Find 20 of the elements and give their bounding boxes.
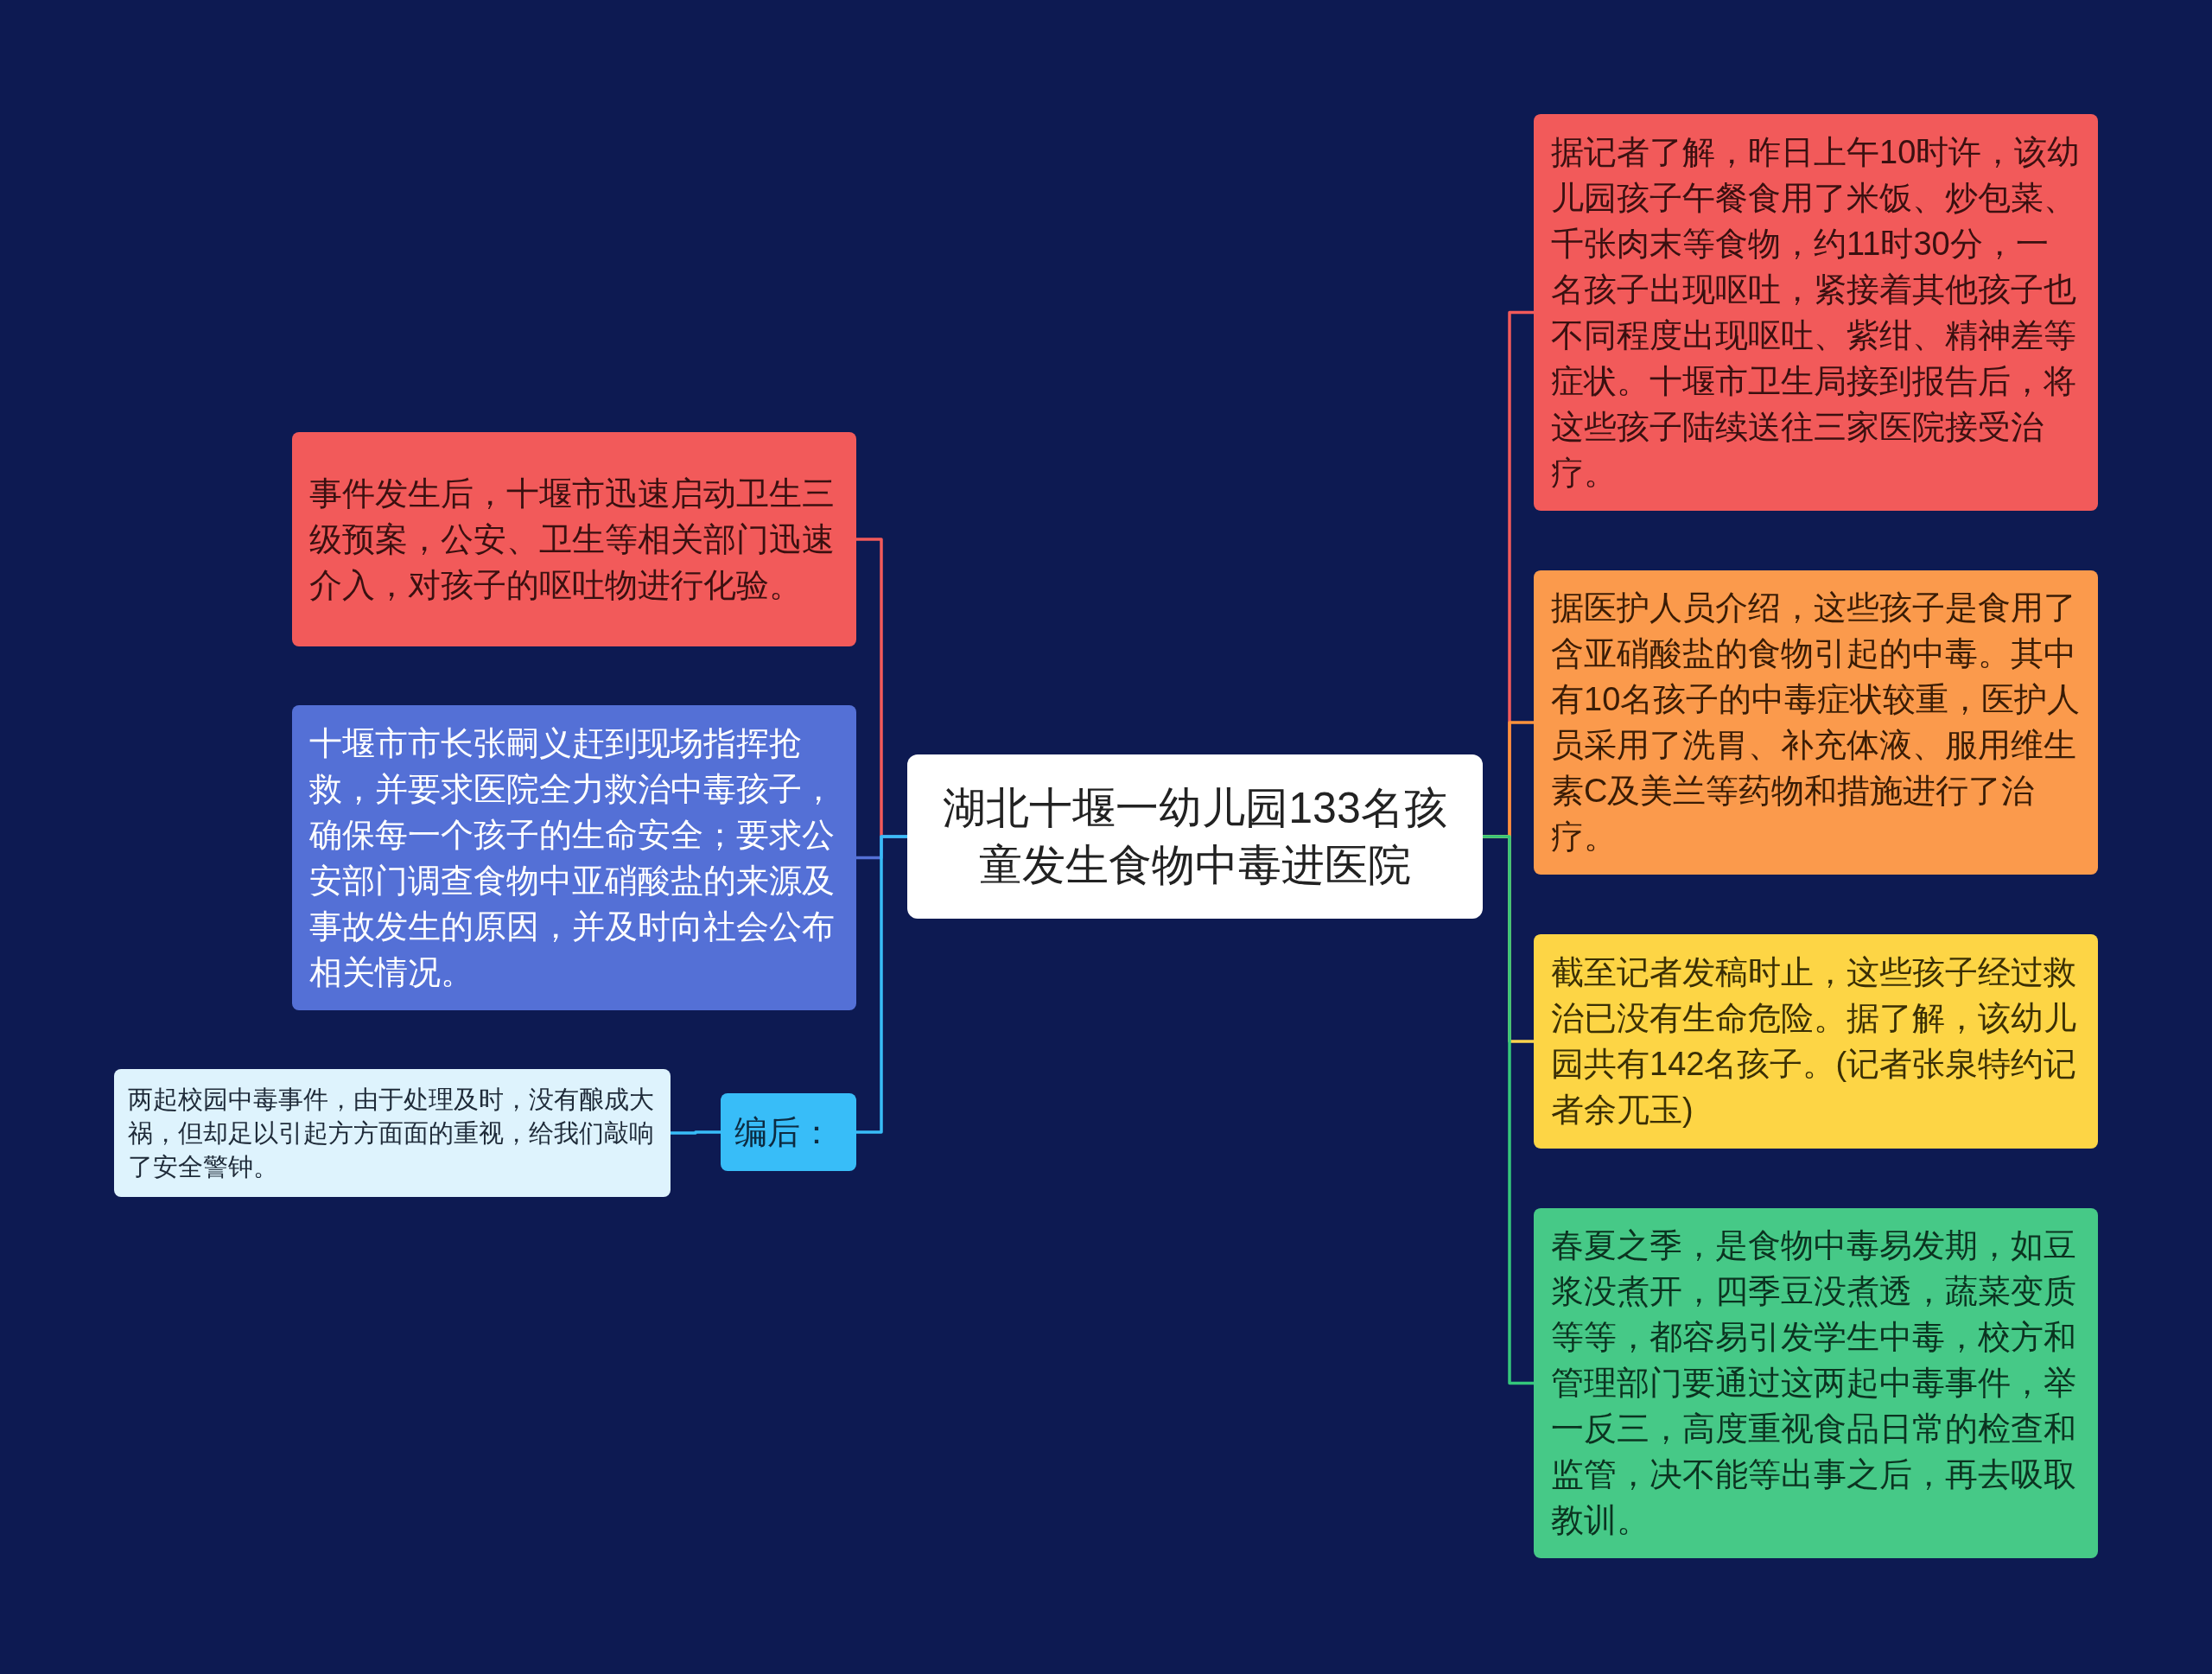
node-text: 事件发生后，十堰市迅速启动卫生三级预案，公安、卫生等相关部门迅速介入，对孩子的呕吐物进行化验。 xyxy=(309,474,836,605)
connector-line xyxy=(856,835,907,1134)
node-text: 编后： xyxy=(734,1112,834,1152)
node-text: 春夏之季，是食物中毒易发期，如豆浆没煮开，四季豆没煮透，蔬菜变质等等，都容易引发学生中毒，校方和管理部门要通过这两起中毒事件，举一反三，高度重视食品日常的检查和监管，决不能等出事之后，再去吸取教训。 xyxy=(1551,1226,2077,1540)
node-text: 截至记者发稿时止，这些孩子经过救治已没有生命危险。据了解，该幼儿园共有142名孩子。(记者张泉特约记者余兀玉) xyxy=(1551,953,2078,1130)
note-box xyxy=(292,705,856,1010)
note-box xyxy=(114,1069,671,1197)
connector-line xyxy=(671,1130,721,1135)
node-text: 湖北十堰一幼儿园133名孩童发生食物中毒进医院 xyxy=(942,783,1448,891)
note-box xyxy=(721,1093,856,1171)
node-text: 据记者了解，昨日上午10时许，该幼儿园孩子午餐食用了米饭、炒包菜、千张肉末等食物，约11时30分，一名孩子出现呕吐，紧接着其他孩子也不同程度出现呕吐、紫绀、精神差等症状。十堰市卫生局接到报告后，将这些孩子陆续送往三家医院接受治疗。 xyxy=(1551,132,2081,493)
note-box xyxy=(1534,934,2098,1149)
note-box xyxy=(292,432,856,646)
note-box xyxy=(1534,570,2098,875)
node-text: 两起校园中毒事件，由于处理及时，没有酿成大祸，但却足以引起方方面面的重视，给我们敲响了安全警钟。 xyxy=(128,1084,655,1182)
note-box xyxy=(1534,1208,2098,1558)
connector-line xyxy=(1483,835,1534,1385)
topic-box xyxy=(907,754,1483,919)
node-text: 十堰市市长张嗣义赶到现场指挥抢救，并要求医院全力救治中毒孩子，确保每一个孩子的生命安全；要求公安部门调查食物中亚硝酸盐的来源及事故发生的原因，并及时向社会公布相关情况。 xyxy=(309,723,836,992)
node-text: 据医护人员介绍，这些孩子是食用了含亚硝酸盐的食物引起的中毒。其中有10名孩子的中毒症状较重，医护人员采用了洗胃、补充体液、服用维生素C及美兰等药物和措施进行了治疗。 xyxy=(1551,589,2081,856)
